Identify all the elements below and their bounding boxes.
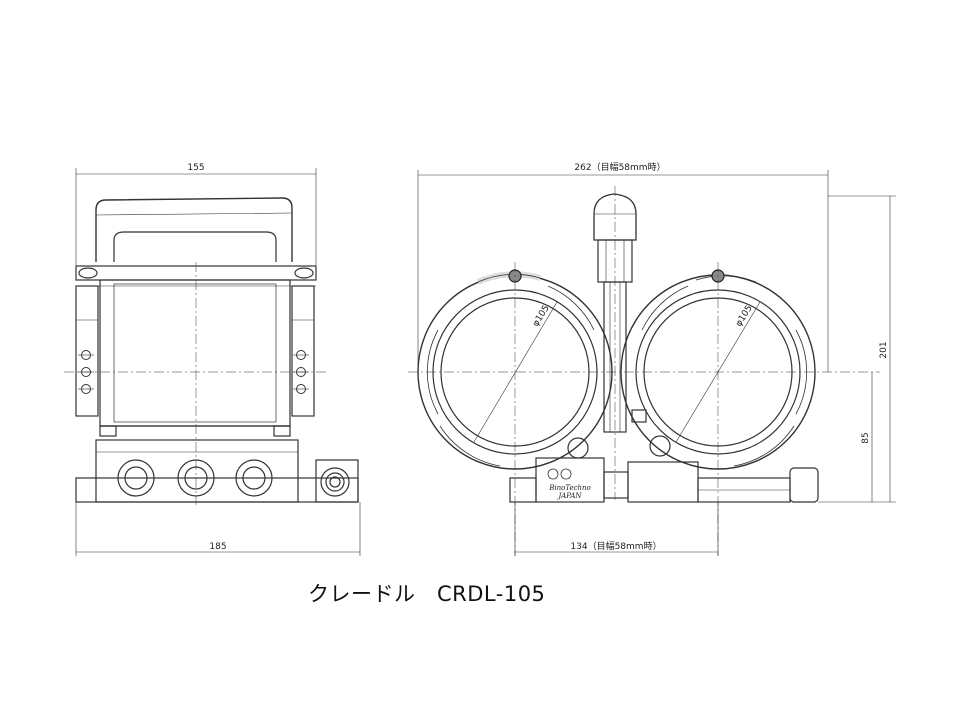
dim-155-label: 155 (187, 163, 204, 173)
side-view: 262（目幅58mm時） φ105 φ105 (408, 161, 896, 556)
drawing-caption: クレードル CRDL-105 (308, 582, 546, 606)
brand-sub: JAPAN (556, 492, 582, 500)
dim-185-label: 185 (209, 542, 226, 552)
brand-text: BinoTechno (548, 484, 591, 492)
bottom-assembly: BinoTechno JAPAN (509, 457, 819, 503)
front-view: 155 (64, 163, 361, 556)
dim-134-label: 134（目幅58mm時） (570, 540, 661, 552)
dim-262-label: 262（目幅58mm時） (574, 161, 665, 173)
dim-201-label: 201 (879, 341, 889, 358)
center-post (567, 186, 671, 500)
dim-85-label: 85 (861, 432, 871, 443)
